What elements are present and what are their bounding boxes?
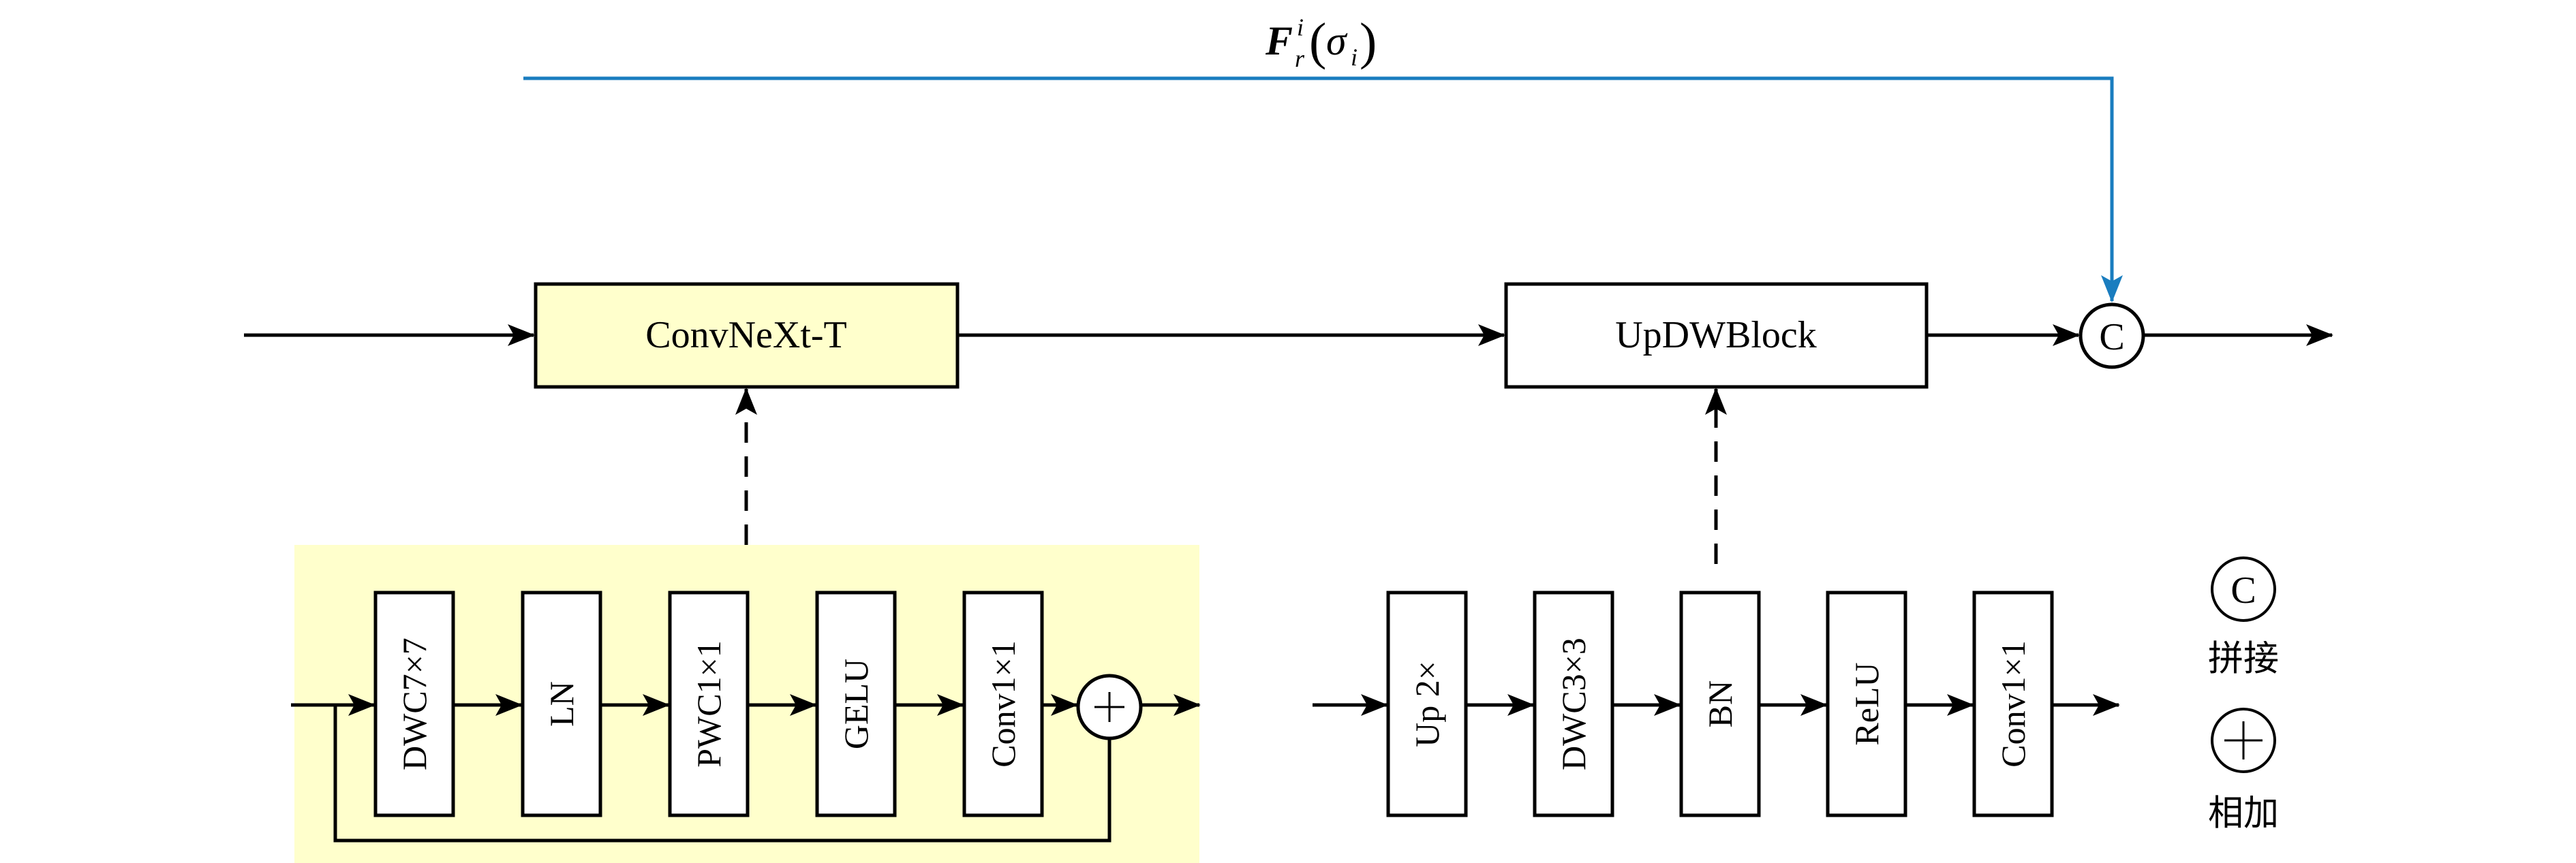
decoder-detail-block-5: Conv1×1 [1972, 591, 2054, 817]
encoder-detail-block-box [668, 591, 750, 817]
decoder-detail-block-label: DWC3×3 [1554, 638, 1593, 770]
encoder-detail-block-1: DWC7×7 [373, 591, 455, 817]
decoder-detail-block-box [1826, 591, 1907, 817]
skip-label-base: F [1265, 18, 1293, 63]
decoder-detail-block-2: DWC3×3 [1533, 591, 1614, 817]
encoder-detail-block-label: Conv1×1 [984, 640, 1022, 768]
encoder-block: ConvNeXt-T [534, 282, 960, 389]
decoder-detail-chain: Up 2× DWC3×3 BN ReLU Conv1×1 [1313, 591, 2120, 817]
skip-label-open-paren: ( [1309, 13, 1326, 70]
encoder-detail-block-2: LN [521, 591, 602, 817]
decoder-detail-block-label: Conv1×1 [1994, 640, 2032, 768]
encoder-detail-chain: DWC7×7 LN PWC1×1 GELU Conv1×1 [291, 591, 1201, 843]
decoder-detail-block-4: ReLU [1826, 591, 1907, 817]
encoder-detail-block-label: DWC7×7 [395, 638, 433, 770]
encoder-block-label: ConvNeXt-T [645, 314, 847, 356]
skip-label-superscript: i [1297, 14, 1304, 41]
residual-connection-line [333, 705, 1111, 843]
legend-item-add: 相加 [2208, 708, 2279, 834]
skip-connection-label: F i r ( σ i ) [1265, 13, 1377, 72]
skip-connection-line [523, 76, 2123, 302]
decoder-detail-block-box [1972, 591, 2054, 817]
legend-concat-symbol-circle [2211, 556, 2276, 622]
skip-label-arg-subscript: i [1351, 44, 1358, 71]
legend: C 拼接 相加 [2208, 556, 2279, 834]
encoder-detail-block-label: LN [542, 681, 581, 727]
decoder-detail-block-label: Up 2× [1408, 661, 1446, 747]
skip-label-close-paren: ) [1360, 13, 1377, 70]
legend-add-label: 相加 [2208, 795, 2279, 834]
encoder-detail-block-5: Conv1×1 [962, 591, 1044, 817]
add-node [1076, 674, 1143, 740]
legend-concat-label: 拼接 [2208, 640, 2279, 679]
decoder-block: UpDWBlock [1504, 282, 1929, 389]
decoder-detail-block-box [1386, 591, 1468, 817]
decoder-detail-block-1: Up 2× [1386, 591, 1468, 817]
concat-node-symbol: C [2099, 316, 2124, 358]
decoder-detail-block-label: ReLU [1847, 662, 1886, 745]
legend-concat-symbol: C [2230, 569, 2256, 612]
encoder-detail-block-3: PWC1×1 [668, 591, 750, 817]
legend-item-concat: C 拼接 [2208, 556, 2279, 679]
encoder-detail-block-box [815, 591, 897, 817]
skip-label-sigma: σ [1326, 18, 1348, 63]
decoder-detail-block-3: BN [1679, 591, 1761, 817]
encoder-detail-block-box [373, 591, 455, 817]
decoder-detail-block-box [1533, 591, 1614, 817]
encoder-detail-block-box [521, 591, 602, 817]
decoder-detail-block-box [1679, 591, 1761, 817]
encoder-detail-block-label: GELU [837, 659, 875, 749]
decoder-detail-block-label: BN [1701, 680, 1739, 727]
encoder-detail-block-label: PWC1×1 [690, 640, 728, 768]
skip-label-subscript: r [1295, 45, 1305, 72]
decoder-block-label: UpDWBlock [1615, 314, 1817, 356]
encoder-detail-block-4: GELU [815, 591, 897, 817]
concat-node: C [2079, 302, 2145, 369]
